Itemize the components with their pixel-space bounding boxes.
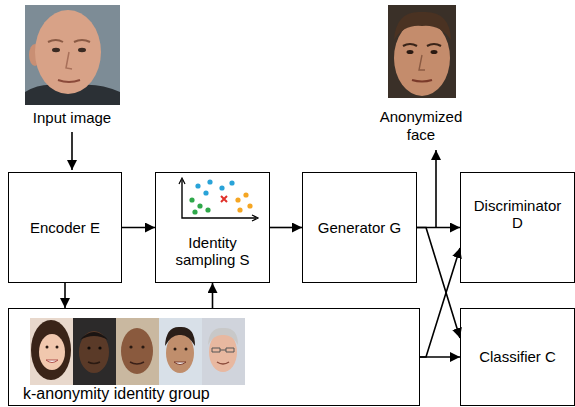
photo-background (388, 5, 456, 98)
portrait-eye (46, 346, 49, 349)
portrait (30, 318, 73, 385)
input-arrow (71, 132, 73, 170)
portrait-strip (30, 318, 245, 385)
process-box: Classifier C (460, 308, 575, 406)
portrait (116, 318, 159, 385)
portrait-mouth (174, 362, 186, 365)
photo-mouth (58, 80, 80, 82)
portrait-eye (87, 346, 90, 349)
process-box: Discriminator D (460, 172, 575, 283)
photo-eye (78, 48, 86, 52)
portrait-face (39, 334, 65, 370)
portrait (202, 318, 245, 385)
portrait-background (116, 318, 159, 385)
photo-eye (407, 50, 414, 54)
portrait (159, 318, 202, 385)
portrait-hair (165, 327, 195, 346)
input-photo (25, 5, 120, 105)
photo-eye (431, 50, 438, 54)
image-caption: Anonymized face (366, 108, 476, 144)
box-label: k-anonymity identity group (9, 385, 216, 403)
portrait-mouth (217, 362, 229, 364)
box-label: Discriminator D (461, 197, 574, 232)
portrait-background (73, 318, 116, 385)
photo-head (35, 10, 101, 94)
plot-dots-orange (235, 192, 252, 212)
portrait-eye (98, 346, 101, 349)
process-box: Generator G (302, 172, 417, 283)
process-box: Encoder E (8, 172, 122, 283)
box-label: Generator G (303, 219, 416, 236)
portrait-mouth (46, 360, 58, 363)
portrait (73, 318, 116, 385)
plot-sample-mark (221, 196, 227, 202)
box-label: Classifier C (461, 348, 574, 365)
portrait-background (159, 318, 202, 385)
portrait-background (30, 318, 73, 385)
portrait-eye (141, 345, 144, 348)
portrait-eye (56, 346, 59, 349)
plot-dots-blue (195, 179, 234, 195)
portrait-mouth (88, 362, 100, 364)
arrow-connector (420, 356, 460, 358)
portrait-eye (129, 345, 132, 348)
arrow-connector (212, 283, 214, 308)
portrait-face (79, 331, 109, 373)
portrait-hair (80, 332, 108, 340)
box-label: Encoder E (9, 219, 121, 236)
photo-hair (394, 12, 451, 40)
photo-head (394, 20, 450, 96)
photo-background (25, 5, 120, 105)
portrait-hair (31, 320, 71, 380)
photo-nose (66, 52, 72, 69)
portrait-glasses (212, 348, 234, 352)
portrait-mouth (130, 362, 144, 364)
photo-brows (48, 40, 90, 42)
portrait-eye (185, 348, 188, 351)
process-box: Identity sampling S (155, 172, 270, 283)
portrait-background (202, 318, 245, 385)
portrait-face (121, 328, 153, 374)
box-label: Identity sampling S (156, 234, 269, 269)
arrow-connector (64, 283, 66, 308)
photo-nose (419, 55, 425, 70)
output-arrow (435, 150, 437, 228)
photo-brows (403, 44, 441, 46)
plot-axis-heads (179, 178, 258, 221)
scatter-icon (179, 178, 258, 221)
photo-eye (52, 48, 60, 52)
arrow-connector (122, 227, 155, 229)
portrait-eye (174, 348, 177, 351)
arrow-connector (417, 228, 460, 339)
portrait-hair (208, 328, 238, 345)
image-caption: Input image (12, 109, 132, 127)
plot-axes (182, 180, 256, 218)
arrow-connector (270, 227, 302, 229)
arrow-connector (420, 248, 460, 357)
photo-mouth (412, 80, 432, 82)
process-box: k-anonymity identity group (8, 308, 420, 406)
anonymized-photo (388, 5, 456, 98)
plot-dots-green (189, 197, 210, 214)
